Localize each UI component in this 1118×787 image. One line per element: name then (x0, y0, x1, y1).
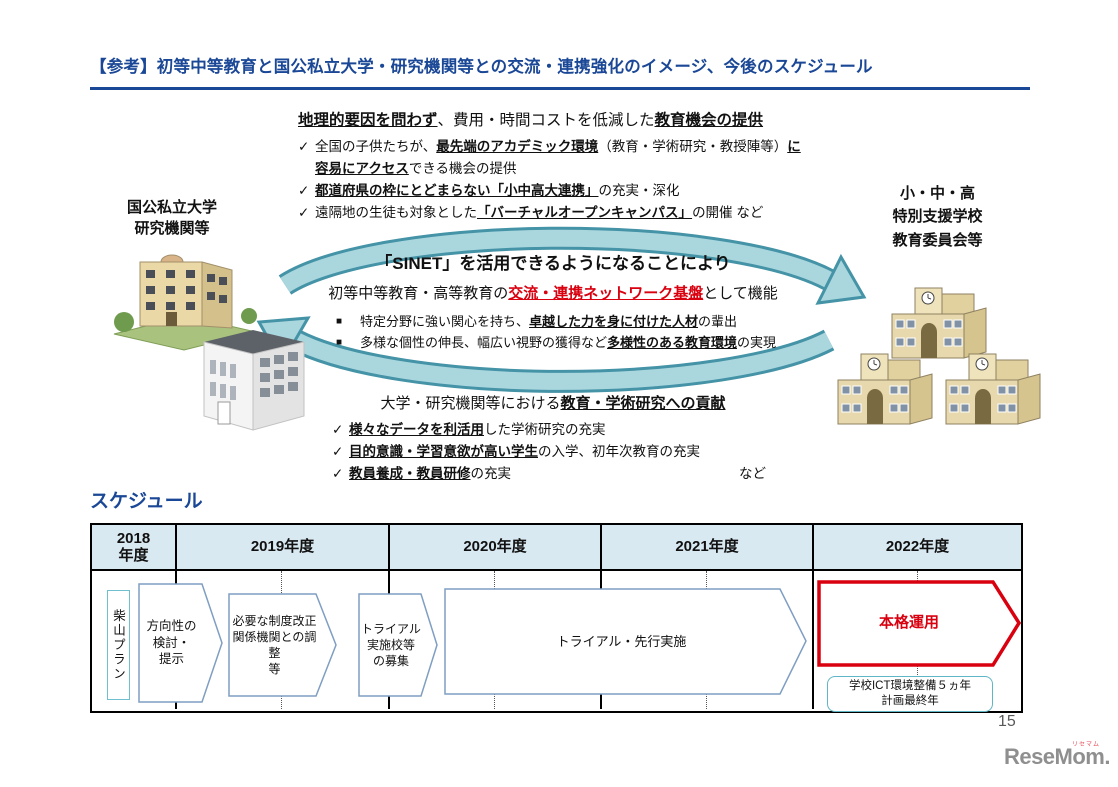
step-trial-recruit: トライアル 実施校等 の募集 (358, 593, 438, 697)
schedule-table: 2018 年度 2019年度 2020年度 2021年度 2022年度 柴山プラ… (90, 523, 1023, 713)
universities-label: 国公私立大学 研究機関等 (126, 199, 217, 237)
schedule-heading: スケジュール (90, 491, 203, 512)
square-bullet-icon: ■ (336, 316, 343, 327)
year-header-2019: 2019年度 (177, 525, 390, 569)
step-system-reform: 必要な制度改正 関係機関との調整 等 (228, 593, 337, 697)
schools-label: 小・中・高 特別支援学校 教育委員会等 (892, 185, 983, 249)
square-bullet-icon: ■ (336, 337, 343, 349)
check-icon: ✓ (332, 443, 344, 459)
logo-text: ReseMom (1003, 744, 1105, 769)
year-header-2021: 2021年度 (602, 525, 814, 569)
step-full-operation: 本格運用 (817, 580, 1021, 667)
sinet-item: ■ 多様な個性の伸長、幅広い視野の獲得など多様性のある教育環境の実現 (336, 332, 788, 353)
check-icon: ✓ (332, 465, 344, 481)
check-icon: ✓ (332, 422, 344, 437)
shibayama-plan-box: 柴山プラン (107, 590, 130, 700)
logo-ruby: リセマム (1071, 742, 1100, 748)
contribution-item: ✓ 目的意識・学習意欲が高い学生の入学、初年次教育の充実 (332, 441, 774, 463)
check-icon: ✓ (298, 139, 310, 154)
benefit-item: ✓ 都道府県の枠にとどまらない「小中高大連携」の充実・深化 (298, 180, 814, 202)
ict-plan-note: 学校ICT環境整備５ヵ年 計画最終年 (827, 676, 993, 712)
contribution-block: 大学・研究機関等における教育・学術研究への貢献 ✓ 様々なデータを利活用した学術… (332, 392, 774, 485)
year-divider (812, 571, 814, 709)
sinet-heading: 「SINET」を活用できるようになることにより (375, 254, 731, 273)
university-building-icon (113, 254, 257, 351)
benefit-item: ✓ 遠隔地の生徒も対象とした「バーチャルオープンキャンパス」の開催 など (298, 202, 814, 224)
school-building-icon (945, 353, 1041, 425)
year-header-2020: 2020年度 (390, 525, 602, 569)
contribution-item: ✓ 様々なデータを利活用した学術研究の充実 (332, 419, 774, 441)
benefits-heading: 地理的要因を問わず、費用・時間コストを低減した教育機会の提供 (298, 112, 764, 129)
page-number: 15 (998, 713, 1016, 730)
contribution-heading: 大学・研究機関等における教育・学術研究への貢献 (380, 395, 726, 412)
benefit-item: ✓ 全国の子供たちが、最先端のアカデミック環境（教育・学術研究・教授陣等）に容易… (298, 136, 814, 180)
resemom-logo: リセマム ReseMom. (1003, 742, 1111, 770)
year-header-2018: 2018 年度 (92, 525, 177, 569)
contribution-item: ✓ 教員養成・教員研修の充実 など (332, 463, 774, 485)
school-building-icon (891, 287, 987, 359)
schedule-header-row: 2018 年度 2019年度 2020年度 2021年度 2022年度 (92, 525, 1021, 571)
school-building-icon (837, 353, 933, 425)
sinet-item: ■ 特定分野に強い関心を持ち、卓越した力を身に付けた人材の輩出 (336, 311, 788, 332)
step-trial-run: トライアル・先行実施 (444, 588, 807, 695)
check-icon: ✓ (298, 182, 310, 198)
sinet-block: 「SINET」を活用できるようになることにより 初等中等教育・高等教育の交流・連… (318, 249, 788, 353)
step-direction: 方向性の 検討・ 提示 (138, 583, 223, 703)
page-title: 【参考】初等中等教育と国公私立大学・研究機関等との交流・連携強化のイメージ、今後… (90, 53, 1030, 90)
etc-label: など (739, 465, 766, 481)
sinet-function-line: 初等中等教育・高等教育の交流・連携ネットワーク基盤として機能 (328, 285, 778, 302)
check-icon: ✓ (298, 204, 310, 220)
benefits-block: 地理的要因を問わず、費用・時間コストを低減した教育機会の提供 ✓ 全国の子供たち… (298, 108, 814, 223)
office-building-icon (203, 330, 305, 431)
year-header-2022: 2022年度 (885, 538, 950, 556)
schedule-body: 柴山プラン 方向性の 検討・ 提示 必要な制度改正 関係機関との調整 等 トライ… (92, 571, 1021, 712)
